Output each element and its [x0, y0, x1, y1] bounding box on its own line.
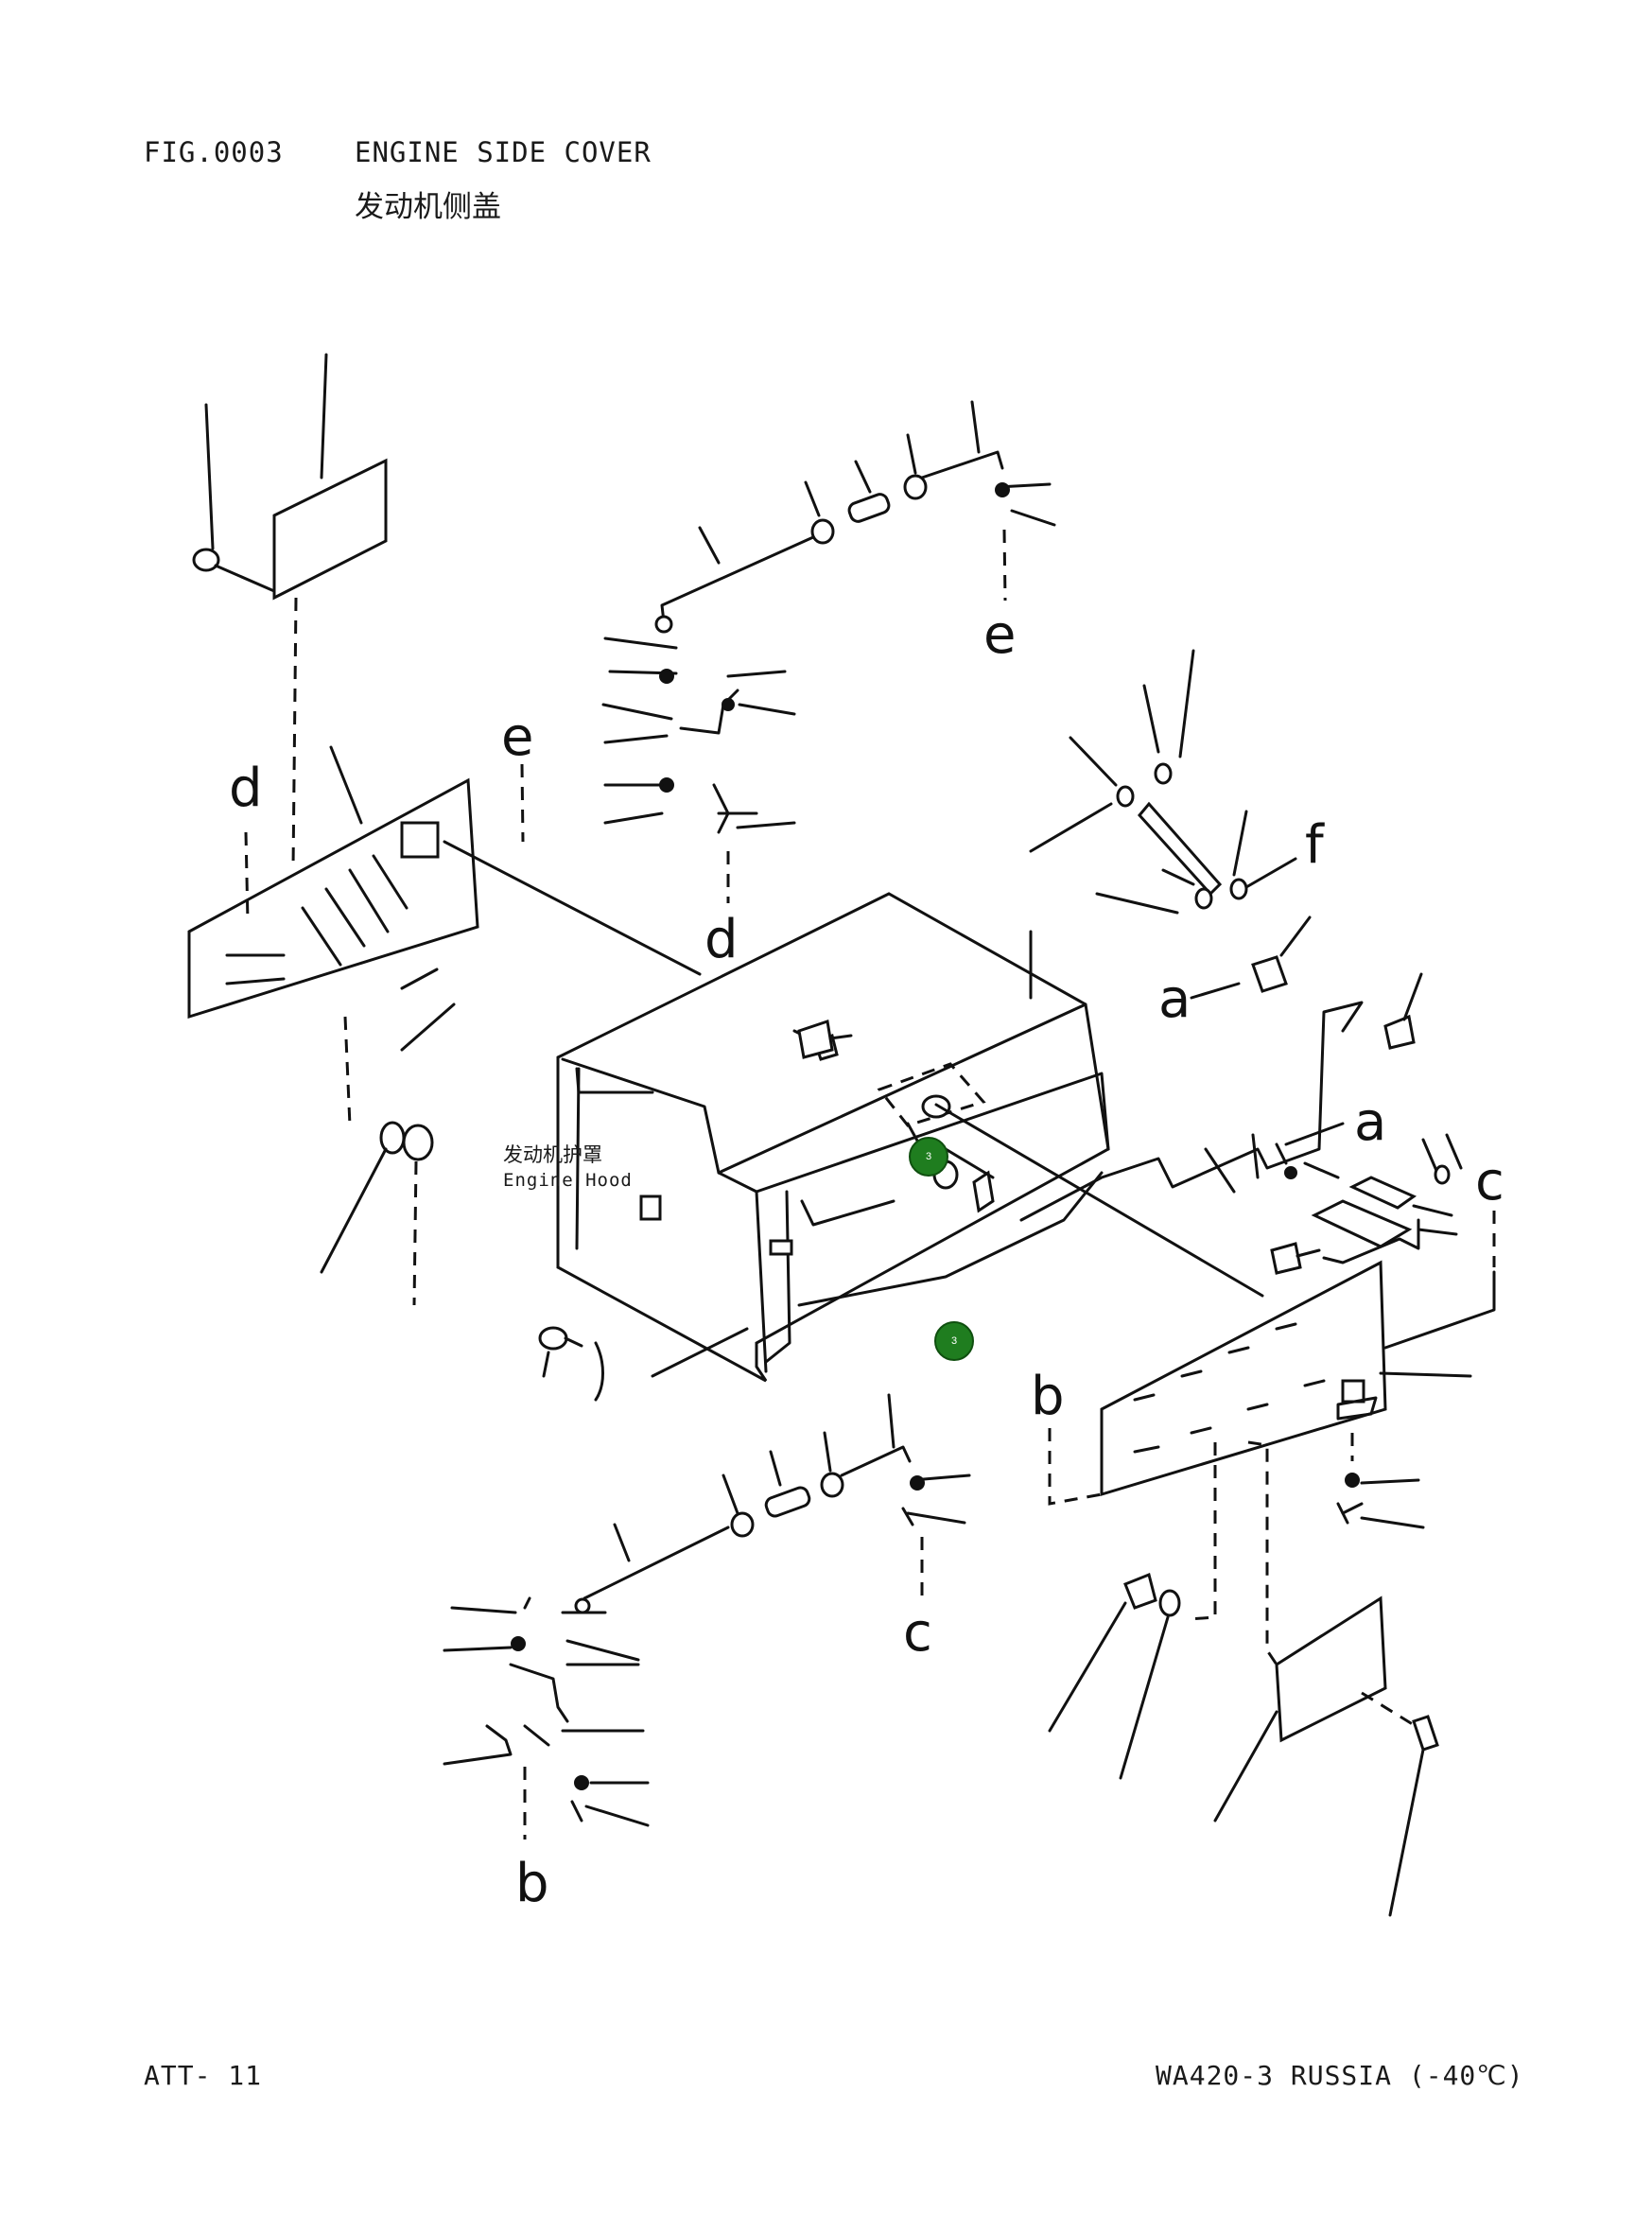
reference-letter-f: d	[704, 909, 739, 970]
reference-letter-b: c	[903, 1602, 932, 1664]
gas-spring-assembly: f a	[1019, 649, 1423, 1222]
reference-letter-c: a	[1354, 1091, 1386, 1153]
figure-number: FIG.0003	[144, 136, 284, 168]
right-side-panel: a c b	[1031, 1091, 1504, 1529]
top-left-plate	[192, 353, 388, 869]
engine-hood	[556, 892, 1264, 1383]
reference-letter-a: f	[1305, 814, 1325, 876]
reference-letter-a: a	[1158, 968, 1191, 1030]
figure-title-chinese: 发动机侧盖	[355, 190, 501, 224]
hood-fasteners	[443, 840, 1033, 1402]
engine-hood-label-chinese: 发动机护罩	[503, 1143, 602, 1166]
reference-letter-b: c	[1475, 1151, 1504, 1212]
part-callout-marker[interactable]: 3	[934, 1321, 974, 1361]
reference-letter-e: e	[983, 604, 1016, 666]
reference-letter-e: e	[501, 706, 533, 768]
figure-title-english: ENGINE SIDE COVER	[355, 136, 652, 168]
machine-model: WA420-3 RUSSIA (-40℃)	[1156, 2060, 1524, 2091]
part-callout-marker[interactable]: 3	[909, 1137, 948, 1177]
bottom-rod-assembly: c b	[443, 1393, 971, 1914]
page-identifier: ATT- 11	[144, 2060, 263, 2091]
reference-letter-c: b	[1031, 1366, 1065, 1427]
hood-reference-letters	[944, 1147, 995, 1179]
left-side-panel: d e	[187, 706, 533, 1306]
bottom-right-plate	[1048, 1440, 1439, 1917]
reference-letter-d: d	[229, 758, 263, 819]
engine-hood-label-english: Engine Hood	[503, 1170, 633, 1191]
top-rod-assembly: e d	[601, 400, 1056, 970]
reference-letter-d: b	[515, 1853, 549, 1914]
